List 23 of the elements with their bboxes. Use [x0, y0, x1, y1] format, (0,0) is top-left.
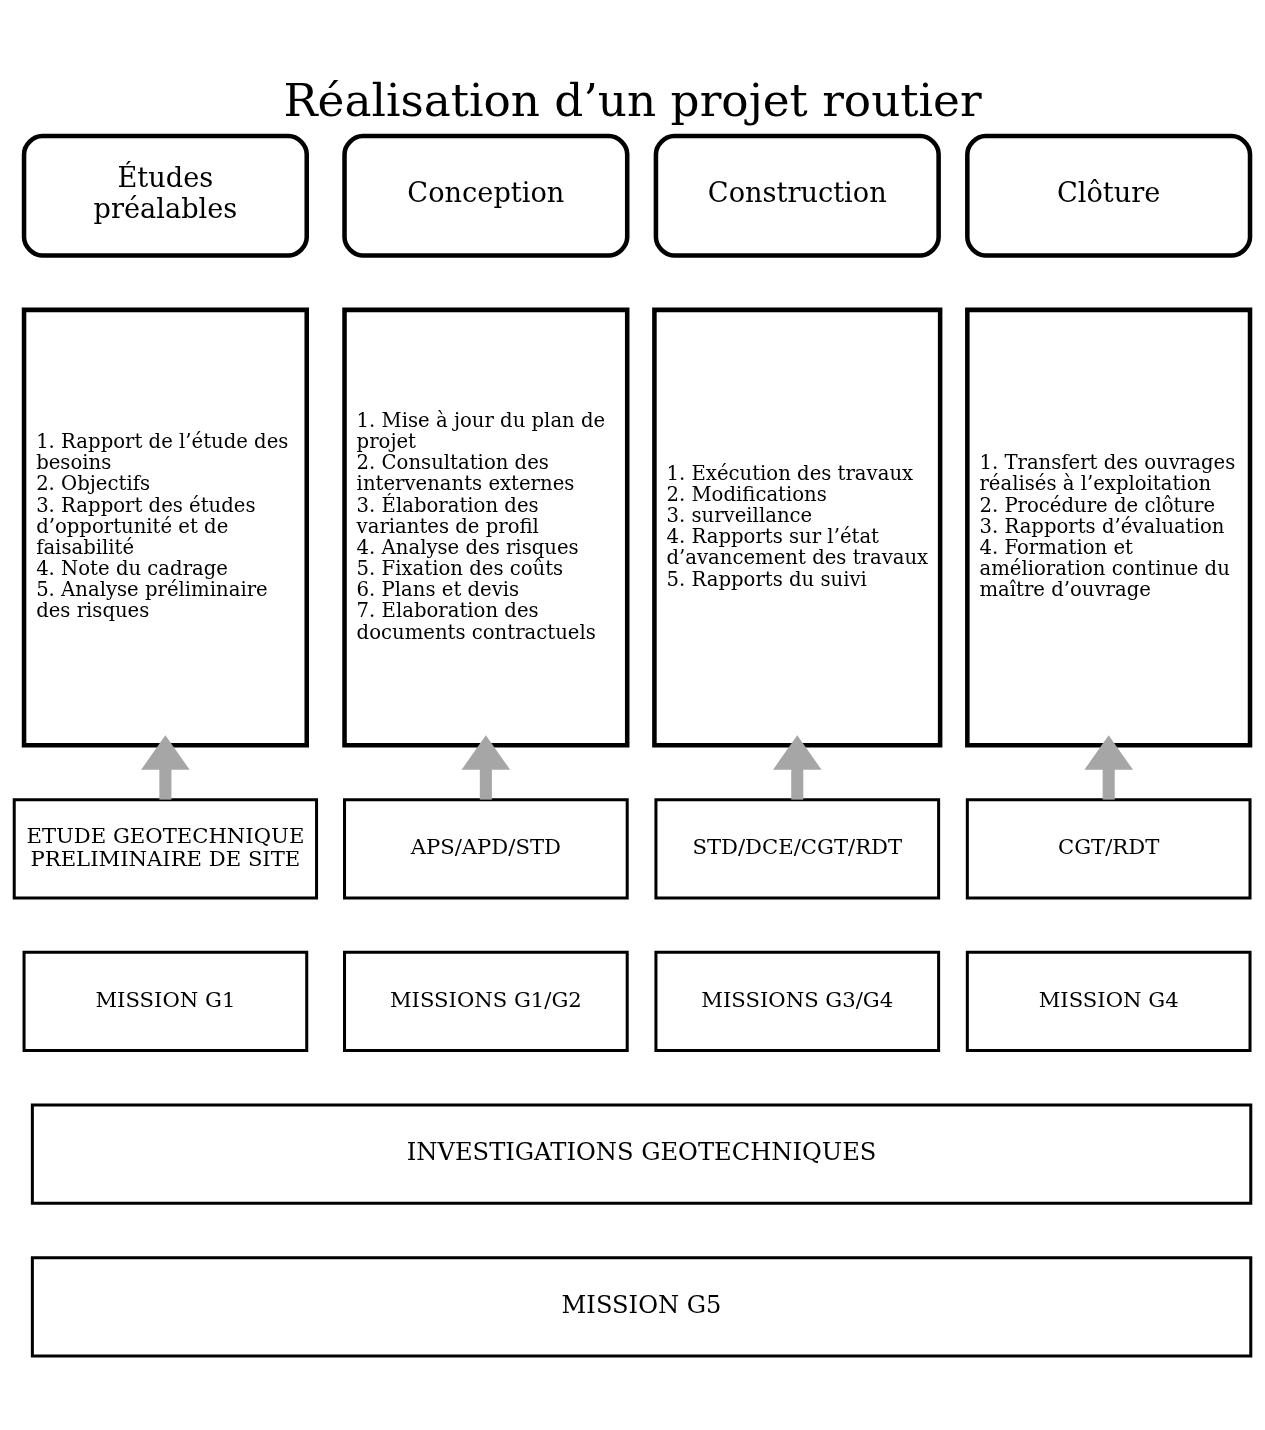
node-box: CGT/RDT	[965, 798, 1252, 900]
node-box: Construction	[653, 133, 941, 258]
node-box: 1. Mise à jour du plan de projet 2. Consultation des intervenants externes 3. Élaboration des variantes de profil 4. Analyse des risques 5. Fixation des coûts 6. Plans et devis 7. Elaboration des documents contractuels	[342, 307, 630, 748]
node-box: Conception	[342, 133, 630, 258]
arrow	[461, 735, 511, 800]
node-box: MISSION G5	[30, 1256, 1253, 1358]
node-box: STD/DCE/CGT/RDT	[654, 798, 941, 900]
arrow	[141, 735, 190, 800]
node-box: ETUDE GEOTECHNIQUE PRELIMINAIRE DE SITE	[12, 798, 319, 900]
node-box: INVESTIGATIONS GEOTECHNIQUES	[30, 1103, 1253, 1205]
node-box: MISSION G1	[22, 950, 309, 1053]
node-box: MISSION G4	[965, 950, 1252, 1053]
arrow	[1084, 735, 1133, 800]
node-box: 1. Transfert des ouvrages réalisés à l’exploitation 2. Procédure de clôture 3. Rapports d’évaluation 4. Formation et amélioration continue du maître d’ouvrage	[965, 307, 1253, 748]
node-box: 1. Exécution des travaux 2. Modifications 3. surveillance 4. Rapports sur l’état d’avancement des travaux 5. Rapports du suivi	[652, 307, 943, 748]
node-box: Clôture	[965, 133, 1253, 258]
node-box: MISSIONS G1/G2	[343, 950, 629, 1053]
node-box: APS/APD/STD	[343, 798, 629, 900]
diagram-title: Réalisation d’un projet routier	[283, 74, 982, 128]
node-box: MISSIONS G3/G4	[654, 950, 941, 1053]
arrow	[772, 735, 822, 800]
node-box: 1. Rapport de l’étude des besoins 2. Objectifs 3. Rapport des études d’opportunité et de faisabilité 4. Note du cadrage 5. Analyse préliminaire des risques	[21, 307, 309, 748]
node-box: Études préalables	[21, 133, 309, 258]
